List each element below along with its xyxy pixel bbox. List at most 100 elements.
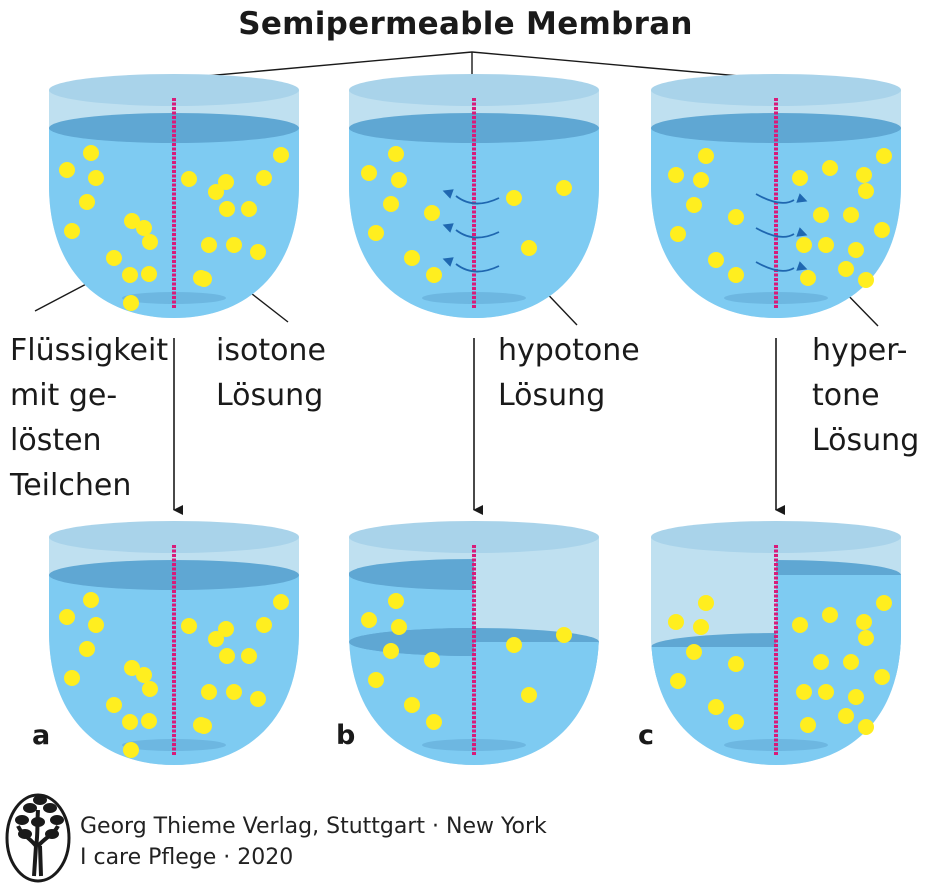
- solute-particle: [848, 689, 864, 705]
- solute-particle: [181, 171, 197, 187]
- water-flow-arrow: [455, 195, 500, 205]
- solute-particle: [218, 174, 234, 190]
- solute-particle: [79, 194, 95, 210]
- solute-particle: [800, 717, 816, 733]
- solute-particle: [858, 272, 874, 288]
- solute-particle: [226, 237, 242, 253]
- solute-particle: [88, 617, 104, 633]
- solute-particle: [792, 170, 808, 186]
- solute-particle: [698, 148, 714, 164]
- solute-particle: [838, 261, 854, 277]
- solute-particle: [361, 165, 377, 181]
- water-flow-arrowhead: [796, 227, 808, 237]
- solute-particle: [698, 595, 714, 611]
- solute-particle: [123, 295, 139, 311]
- diagram-title: Semipermeable Membran: [238, 6, 693, 42]
- logo-tree-leaf: [43, 803, 57, 813]
- liquid: [651, 128, 901, 318]
- water-flow-arrow: [755, 261, 795, 272]
- solute-particle: [876, 595, 892, 611]
- solute-particle: [856, 614, 872, 630]
- solute-particle: [273, 147, 289, 163]
- solute-particle: [59, 162, 75, 178]
- beaker-3: [651, 74, 901, 318]
- water-flow-arrowhead: [796, 193, 808, 203]
- solute-particle: [208, 631, 224, 647]
- water-flow-arrowhead: [442, 257, 454, 267]
- solute-particle: [670, 673, 686, 689]
- publisher-line-2: I care Pflege · 2020: [80, 845, 294, 870]
- solute-particle: [201, 684, 217, 700]
- solute-particle: [106, 697, 122, 713]
- solute-particle: [391, 172, 407, 188]
- solute-particle: [876, 148, 892, 164]
- fluid-pointer: [34, 280, 93, 312]
- label-fluid-with-particles: Flüssigkeit mit ge- lösten Teilchen: [10, 333, 169, 503]
- solute-particle: [106, 250, 122, 266]
- beaker-6: [651, 521, 901, 765]
- panel-letter-a: a: [32, 720, 51, 751]
- logo-tree-leaf: [23, 803, 37, 813]
- solute-particle: [521, 687, 537, 703]
- solute-particle: [83, 145, 99, 161]
- solute-particle: [708, 699, 724, 715]
- beaker-rim: [49, 74, 299, 106]
- solute-particle: [858, 719, 874, 735]
- solute-particle: [181, 618, 197, 634]
- solute-particle: [506, 190, 522, 206]
- solute-particle: [196, 718, 212, 734]
- solute-particle: [858, 183, 874, 199]
- solute-particle: [141, 266, 157, 282]
- solute-particle: [368, 672, 384, 688]
- publisher-line-1: Georg Thieme Verlag, Stuttgart · New Yor…: [80, 814, 547, 839]
- solute-particle: [391, 619, 407, 635]
- solute-particle: [122, 267, 138, 283]
- solute-particle: [818, 684, 834, 700]
- solute-particle: [142, 681, 158, 697]
- beaker-rim: [349, 521, 599, 553]
- solute-particle: [521, 240, 537, 256]
- solute-particle: [218, 621, 234, 637]
- solute-particle: [822, 160, 838, 176]
- solute-particle: [219, 201, 235, 217]
- solute-particle: [670, 226, 686, 242]
- logo-tree-leaf: [50, 815, 64, 825]
- solute-particle: [426, 714, 442, 730]
- label-hypotonic: hypotone Lösung: [498, 333, 640, 413]
- solute-particle: [874, 222, 890, 238]
- logo-tree-leaf: [18, 829, 32, 839]
- solute-particle: [201, 237, 217, 253]
- solute-particle: [424, 652, 440, 668]
- solute-particle: [219, 648, 235, 664]
- solute-particle: [79, 641, 95, 657]
- liquid: [474, 642, 599, 672]
- solute-particle: [250, 244, 266, 260]
- solute-particle: [686, 644, 702, 660]
- title-pointer-right: [471, 51, 774, 80]
- solute-particle: [122, 714, 138, 730]
- panel-letter-c: c: [638, 720, 655, 751]
- solute-particle: [818, 237, 834, 253]
- solute-particle: [256, 617, 272, 633]
- solute-particle: [64, 670, 80, 686]
- solute-particle: [843, 654, 859, 670]
- solute-particle: [856, 167, 872, 183]
- solute-particle: [64, 223, 80, 239]
- solute-particle: [404, 250, 420, 266]
- solute-particle: [813, 207, 829, 223]
- water-flow-arrowhead: [442, 189, 454, 199]
- solute-particle: [792, 617, 808, 633]
- panel-letter-b: b: [336, 720, 356, 751]
- solute-particle: [426, 267, 442, 283]
- beaker-rim: [651, 74, 901, 106]
- beaker-4: [49, 521, 299, 765]
- solute-particle: [693, 619, 709, 635]
- liquid: [651, 647, 776, 677]
- label-hypertonic: hyper- tone Lösung: [812, 333, 920, 458]
- logo-tree-leaf: [33, 795, 47, 805]
- solute-particle: [822, 607, 838, 623]
- solute-particle: [728, 209, 744, 225]
- empty-space: [651, 552, 776, 647]
